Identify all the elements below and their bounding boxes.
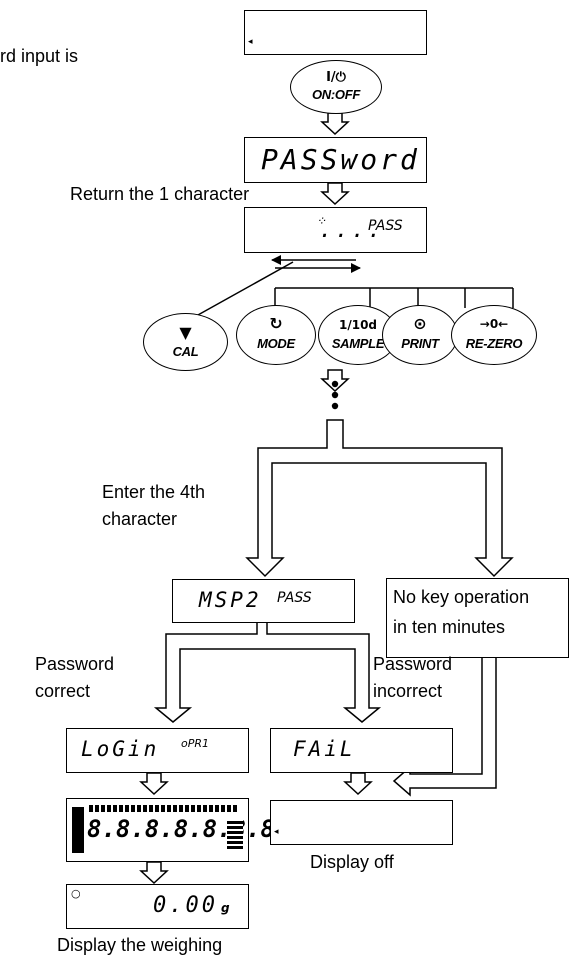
entered-text: MSP2 xyxy=(199,588,262,612)
display-off: ◂ xyxy=(270,800,453,845)
display-off-label: Display off xyxy=(310,852,394,872)
fail-text: FAiL xyxy=(293,737,356,761)
on-off-key[interactable]: I/⏻ ON:OFF xyxy=(290,60,382,114)
entered-tag: PASS xyxy=(277,590,312,606)
return-char-label: Return the 1 character xyxy=(70,184,250,204)
branch-upper xyxy=(245,419,514,578)
power-icon: I/⏻ xyxy=(326,70,346,85)
sample-key-label: SAMPLE xyxy=(331,336,385,351)
enter-4th-label-2: character xyxy=(102,509,178,529)
arrow-down-allseg-weigh xyxy=(139,861,169,885)
off-marker-icon: ◂ xyxy=(248,37,253,47)
pw-incorrect-label-1: Password xyxy=(373,654,453,674)
login-text: LoGin xyxy=(81,737,160,761)
pw-correct-label-1: Password xyxy=(35,654,115,674)
password-text: PASSword xyxy=(261,143,420,176)
arrow-down-1 xyxy=(320,112,350,136)
segment-units xyxy=(227,819,243,849)
allseg-text: 8.8.8.8.8.8.8 xyxy=(87,815,275,843)
cal-key[interactable]: ▼ CAL xyxy=(143,313,228,371)
display-password: PASSword xyxy=(244,137,427,183)
no-key-note: No key operation in ten minutes xyxy=(386,578,569,658)
arrow-down-3 xyxy=(320,369,350,393)
login-tag: oPR1 xyxy=(181,737,210,750)
intro-text: rd input is xyxy=(0,46,79,66)
display-weighing: ○ 0.00 g xyxy=(66,884,249,929)
on-off-key-label: ON:OFF xyxy=(311,87,361,102)
display-weighing-label: Display the weighing xyxy=(57,935,223,955)
mode-key[interactable]: ↻ MODE xyxy=(236,305,316,365)
segment-topbar xyxy=(89,805,239,812)
pass-entry-tag: PASS xyxy=(368,218,403,234)
arrow-down-fail-off xyxy=(343,772,373,796)
rezero-key[interactable]: →0← RE-ZERO xyxy=(451,305,537,365)
print-icon: ⊙ xyxy=(413,314,427,333)
display-login: LoGin oPR1 xyxy=(66,728,249,773)
mode-key-label: MODE xyxy=(257,336,295,351)
segment-sidebar xyxy=(72,807,84,853)
stable-mark-icon: ○ xyxy=(71,887,81,900)
off-marker-icon: ◂ xyxy=(274,827,279,837)
enter-4th-label-1: Enter the 4th xyxy=(102,482,206,502)
rezero-icon: →0← xyxy=(479,317,509,331)
down-triangle-icon: ▼ xyxy=(179,323,192,342)
arrow-down-2 xyxy=(320,182,350,206)
rezero-key-label: RE-ZERO xyxy=(465,336,523,351)
blink-icon: ⁘ xyxy=(317,214,328,228)
pw-correct-label-2: correct xyxy=(35,681,91,701)
cycle-icon: ↻ xyxy=(269,314,283,333)
display-all-segments: 8.8.8.8.8.8.8 xyxy=(66,798,275,862)
print-key[interactable]: ⊙ PRINT xyxy=(382,305,458,365)
arrow-down-login-allseg xyxy=(139,772,169,796)
weigh-unit: g xyxy=(221,901,230,915)
no-key-line-1: No key operation xyxy=(393,587,530,607)
pw-incorrect-label-2: incorrect xyxy=(373,681,443,701)
display-pass-entry: ⁘ .... PASS xyxy=(244,207,427,253)
branch-lower xyxy=(153,621,382,723)
display-fail: FAiL xyxy=(270,728,453,773)
no-key-line-2: in ten minutes xyxy=(393,617,506,637)
sample-key-icon: 1/10d xyxy=(338,318,378,332)
weigh-value: 0.00 xyxy=(153,893,218,918)
pass-entry-dots: .... xyxy=(319,218,384,243)
display-blank-top: ◂ xyxy=(244,10,427,55)
cal-key-label: CAL xyxy=(172,344,199,359)
print-key-label: PRINT xyxy=(401,336,439,351)
display-entered: MSP2 PASS xyxy=(172,579,355,623)
